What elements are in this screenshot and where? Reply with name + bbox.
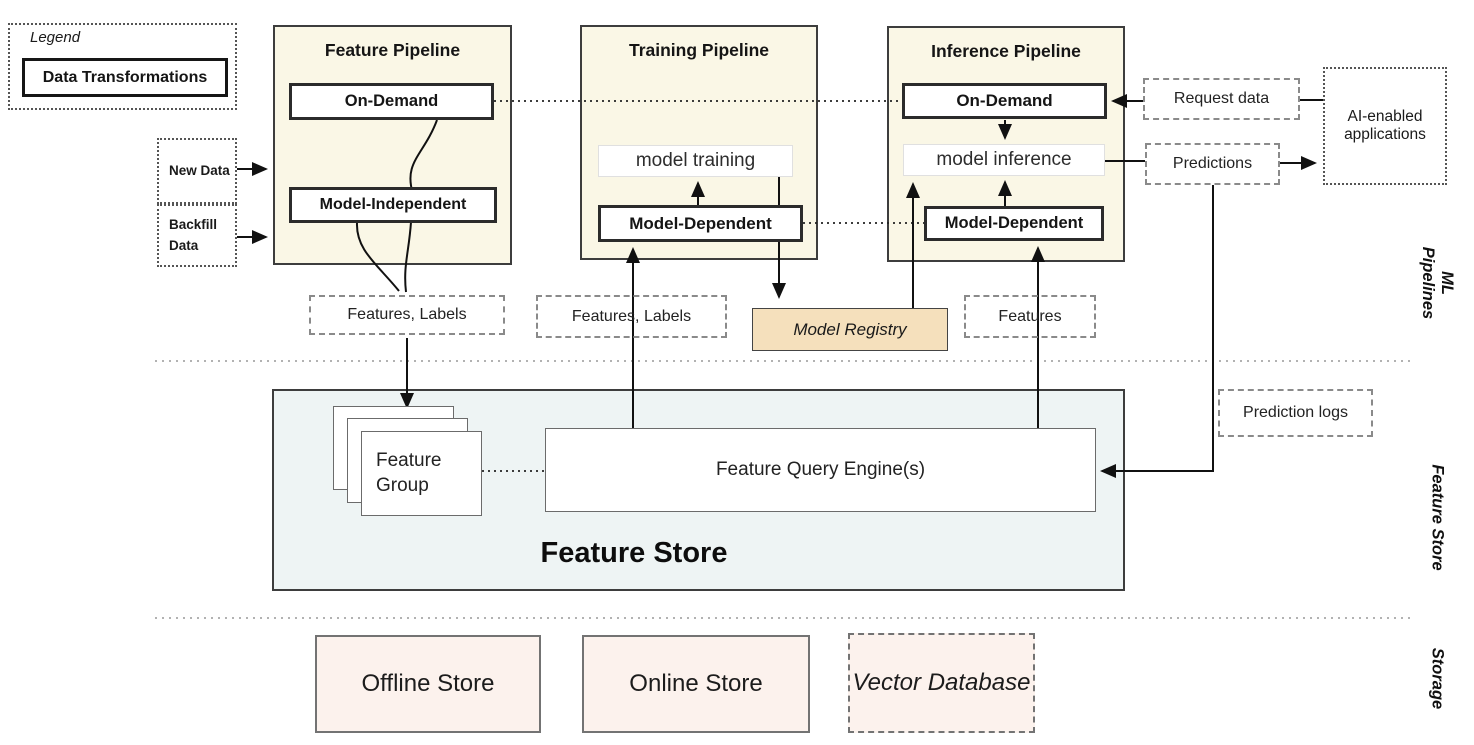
feature-pipeline-title: Feature Pipeline — [324, 40, 461, 60]
model-inference-box: model inference — [903, 144, 1105, 176]
feature-pipeline-container: Feature Pipeline — [273, 25, 512, 265]
feature-query-engine-box: Feature Query Engine(s) — [545, 428, 1096, 512]
features-box: Features — [964, 295, 1096, 338]
predictions-box: Predictions — [1145, 143, 1280, 185]
model-dependent-inference-box: Model-Dependent — [924, 206, 1104, 241]
ondemand-feature-box: On-Demand — [289, 83, 494, 120]
section-label-ml-pipelines: ML Pipelines — [1419, 246, 1456, 320]
ai-applications-box: AI-enabled applications — [1323, 67, 1447, 185]
legend-title: Legend — [30, 29, 81, 46]
section-label-feature-store: Feature Store — [1428, 464, 1447, 571]
backfill-data-box: Backfill Data — [157, 204, 237, 267]
features-labels-2-box: Features, Labels — [536, 295, 727, 338]
model-dependent-training-box: Model-Dependent — [598, 205, 803, 242]
legend-data-transformations: Data Transformations — [22, 58, 228, 97]
feature-group-card: Feature Group — [361, 431, 482, 516]
ondemand-inference-box: On-Demand — [902, 83, 1107, 119]
request-data-box: Request data — [1143, 78, 1300, 120]
section-label-storage: Storage — [1428, 647, 1447, 710]
feature-store-title: Feature Store — [540, 537, 728, 569]
new-data-box: New Data — [157, 138, 237, 204]
legend-box — [8, 23, 237, 110]
vector-database-box: Vector Database — [848, 633, 1035, 733]
features-labels-1-box: Features, Labels — [309, 295, 505, 335]
arrow-predictions-to-queryengine — [1100, 185, 1214, 478]
prediction-logs-box: Prediction logs — [1218, 389, 1373, 437]
online-store-box: Online Store — [582, 635, 810, 733]
curve-modelindependent-to-features — [355, 222, 400, 292]
model-independent-box: Model-Independent — [289, 187, 497, 223]
dotted-links — [482, 100, 924, 472]
inference-pipeline-title: Inference Pipeline — [931, 41, 1081, 61]
offline-store-box: Offline Store — [315, 635, 541, 733]
model-registry-box: Model Registry — [752, 308, 948, 351]
model-training-box: model training — [598, 145, 793, 177]
solid-connectors — [237, 94, 1323, 478]
training-pipeline-title: Training Pipeline — [628, 40, 770, 60]
